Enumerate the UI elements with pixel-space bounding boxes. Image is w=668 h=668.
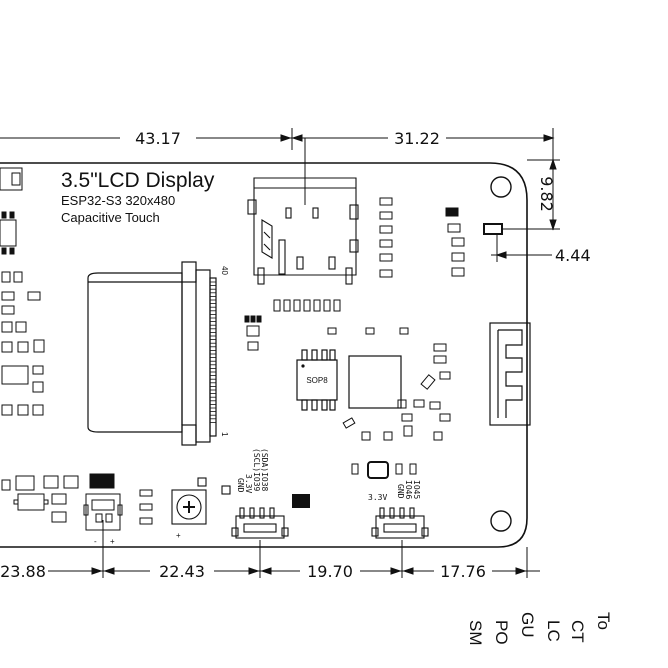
reference-marker [483, 223, 503, 235]
conn-right-label-4: 3.3V [368, 493, 387, 502]
sot-component [244, 315, 262, 351]
dim-right-vertical: 9.82 [537, 176, 556, 212]
esp32-chip [348, 355, 402, 409]
esp32-surround-passives [327, 327, 451, 441]
fpc-pin-label-first: 1 [220, 432, 229, 437]
power-minus-label: - [94, 537, 97, 546]
gpio-connector [371, 507, 429, 539]
i2c-marker-block [292, 494, 310, 508]
pot-plus-label: + [176, 531, 181, 540]
sop8-chip [296, 349, 338, 411]
conn-left-label-4: GND [236, 478, 245, 493]
left-edge-components [0, 167, 79, 523]
side-text-4: GU [518, 612, 537, 638]
power-connector [83, 473, 153, 531]
lcd-fpc-connector [87, 261, 217, 446]
fpc-pin-ticks [210, 281, 216, 423]
board-subtitle-touch: Capacitive Touch [61, 210, 160, 225]
dim-top-right: 31.22 [394, 129, 440, 148]
passive-column-near-antenna [445, 207, 465, 277]
fpc-pin-label-last: 40 [220, 266, 229, 275]
small-caps-bottom [351, 463, 417, 475]
board-subtitle-model: ESP32-S3 320x480 [61, 193, 175, 208]
board-outline [0, 162, 528, 548]
dim-bottom-3: 19.70 [307, 562, 353, 581]
side-text-2: CT [568, 620, 587, 643]
sd-card-slot [247, 177, 359, 285]
crystal [367, 461, 389, 479]
conn-right-label-3: GND [396, 484, 405, 499]
board-title: 3.5"LCD Display [61, 169, 215, 192]
pcb-antenna [489, 322, 531, 426]
side-text-3: LC [544, 620, 563, 642]
dim-bottom-1: 23.88 [0, 562, 46, 581]
dim-right-horizontal: 4.44 [555, 246, 591, 265]
mount-hole-bottom [490, 510, 512, 532]
conn-left-label-2: (SCL)IO39 [252, 448, 261, 492]
conn-right-label-1: IO45 [412, 480, 421, 499]
conn-right-label-2: IO46 [404, 480, 413, 499]
conn-left-label-1: (SDA)IO38 [260, 448, 269, 492]
i2c-connector [231, 507, 289, 539]
potentiometer [171, 477, 231, 525]
side-text-5: PO [492, 620, 511, 645]
power-plus-label: + [110, 537, 115, 546]
dim-bottom-4: 17.76 [440, 562, 486, 581]
passive-column-right [379, 197, 393, 278]
chip-label: SOP8 [306, 376, 328, 385]
mount-hole-top [490, 176, 512, 198]
dim-bottom-2: 22.43 [159, 562, 205, 581]
side-text-1: To [594, 612, 613, 630]
side-text-6: SM [466, 620, 485, 646]
conn-left-label-3: 3.3V [244, 474, 253, 493]
resistor-row [273, 299, 341, 312]
dim-top-left: 43.17 [135, 129, 181, 148]
